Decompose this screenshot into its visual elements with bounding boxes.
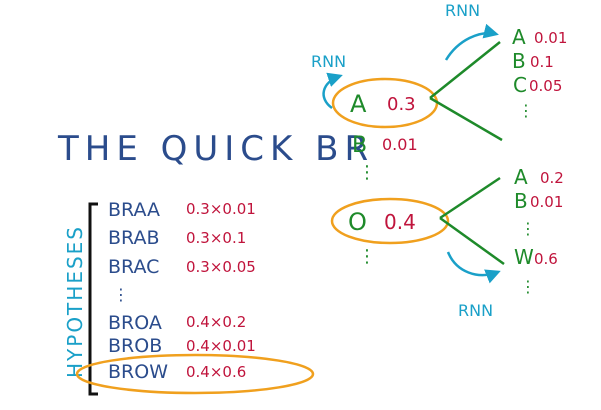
candidate-ellipsis-lower: ⋮ <box>358 246 376 267</box>
branch-o-item-3-prob: 0.6 <box>534 250 558 268</box>
branch-a-line-up <box>429 41 501 99</box>
branch-a-item-2-letter: B <box>512 49 526 73</box>
rnn-label-bottom: RNN <box>458 301 493 320</box>
hypothesis-text: BROA <box>108 312 162 334</box>
hypothesis-row: BRAB 0.3×0.1 <box>108 227 246 249</box>
branch-a-item-1-letter: A <box>512 25 526 49</box>
branch-o-item-1-prob: 0.2 <box>540 169 564 187</box>
branch-o-item-2-prob: 0.01 <box>530 193 563 211</box>
hypothesis-text: BRAA <box>108 199 160 221</box>
selected-candidate-o-ellipse <box>330 197 450 245</box>
branch-o-line-up <box>439 176 501 220</box>
hypotheses-bracket <box>88 202 98 396</box>
rnn-arrow-right <box>444 23 499 61</box>
branch-o-line-down <box>439 216 505 266</box>
branch-o-item-2-letter: B <box>514 189 528 213</box>
branch-a-item-1-prob: 0.01 <box>534 29 567 47</box>
hypothesis-row: BROA 0.4×0.2 <box>108 312 246 334</box>
prefix-text: THE QUICK BR <box>57 129 374 169</box>
hypotheses-label: HYPOTHESES <box>63 225 87 378</box>
hypothesis-score: 0.3×0.01 <box>186 200 256 218</box>
candidate-ellipsis: ⋮ <box>358 162 376 183</box>
hypothesis-text: BRAB <box>108 227 160 249</box>
rnn-label-right: RNN <box>445 1 480 20</box>
hypothesis-row: BROW 0.4×0.6 <box>108 361 246 383</box>
branch-o-ellipsis-lower: ⋮ <box>520 277 536 296</box>
selected-candidate-a-ellipse <box>331 77 439 129</box>
branch-a-item-2-prob: 0.1 <box>530 53 554 71</box>
branch-o-item-3-letter: W <box>514 245 534 269</box>
candidate-o-prob: 0.4 <box>384 210 416 234</box>
rnn-label-top: RNN <box>311 52 346 71</box>
hypothesis-text: BRAC <box>108 256 159 278</box>
best-hypothesis-ellipse <box>75 353 315 395</box>
rnn-arrow-top <box>322 72 343 110</box>
candidate-b-prob: 0.01 <box>382 135 418 154</box>
candidate-a-letter: A <box>350 90 367 118</box>
hypothesis-row: BROB 0.4×0.01 <box>108 335 256 357</box>
hypothesis-text: BROB <box>108 335 162 357</box>
candidate-b-letter: B <box>352 133 367 158</box>
branch-o-item-1-letter: A <box>514 165 528 189</box>
branch-a-item-3-prob: 0.05 <box>529 77 562 95</box>
rnn-arrow-bottom <box>446 251 501 284</box>
branch-a-item-3-letter: C <box>513 73 527 97</box>
candidate-a-prob: 0.3 <box>387 94 416 115</box>
hypothesis-score: 0.4×0.01 <box>186 337 256 355</box>
candidate-o-letter: O <box>348 208 367 236</box>
hypothesis-row: BRAA 0.3×0.01 <box>108 199 256 221</box>
hypothesis-score: 0.4×0.2 <box>186 313 246 331</box>
hypothesis-row: BRAC 0.3×0.05 <box>108 256 256 278</box>
hypothesis-score: 0.3×0.1 <box>186 229 246 247</box>
hypothesis-text: BROW <box>108 361 168 383</box>
hypothesis-score: 0.3×0.05 <box>186 258 256 276</box>
hypothesis-score: 0.4×0.6 <box>186 363 246 381</box>
hypotheses-ellipsis: ⋮ <box>113 285 129 304</box>
branch-a-ellipsis: ⋮ <box>518 101 534 120</box>
branch-o-ellipsis: ⋮ <box>520 219 536 238</box>
branch-a-line-down <box>429 96 503 142</box>
